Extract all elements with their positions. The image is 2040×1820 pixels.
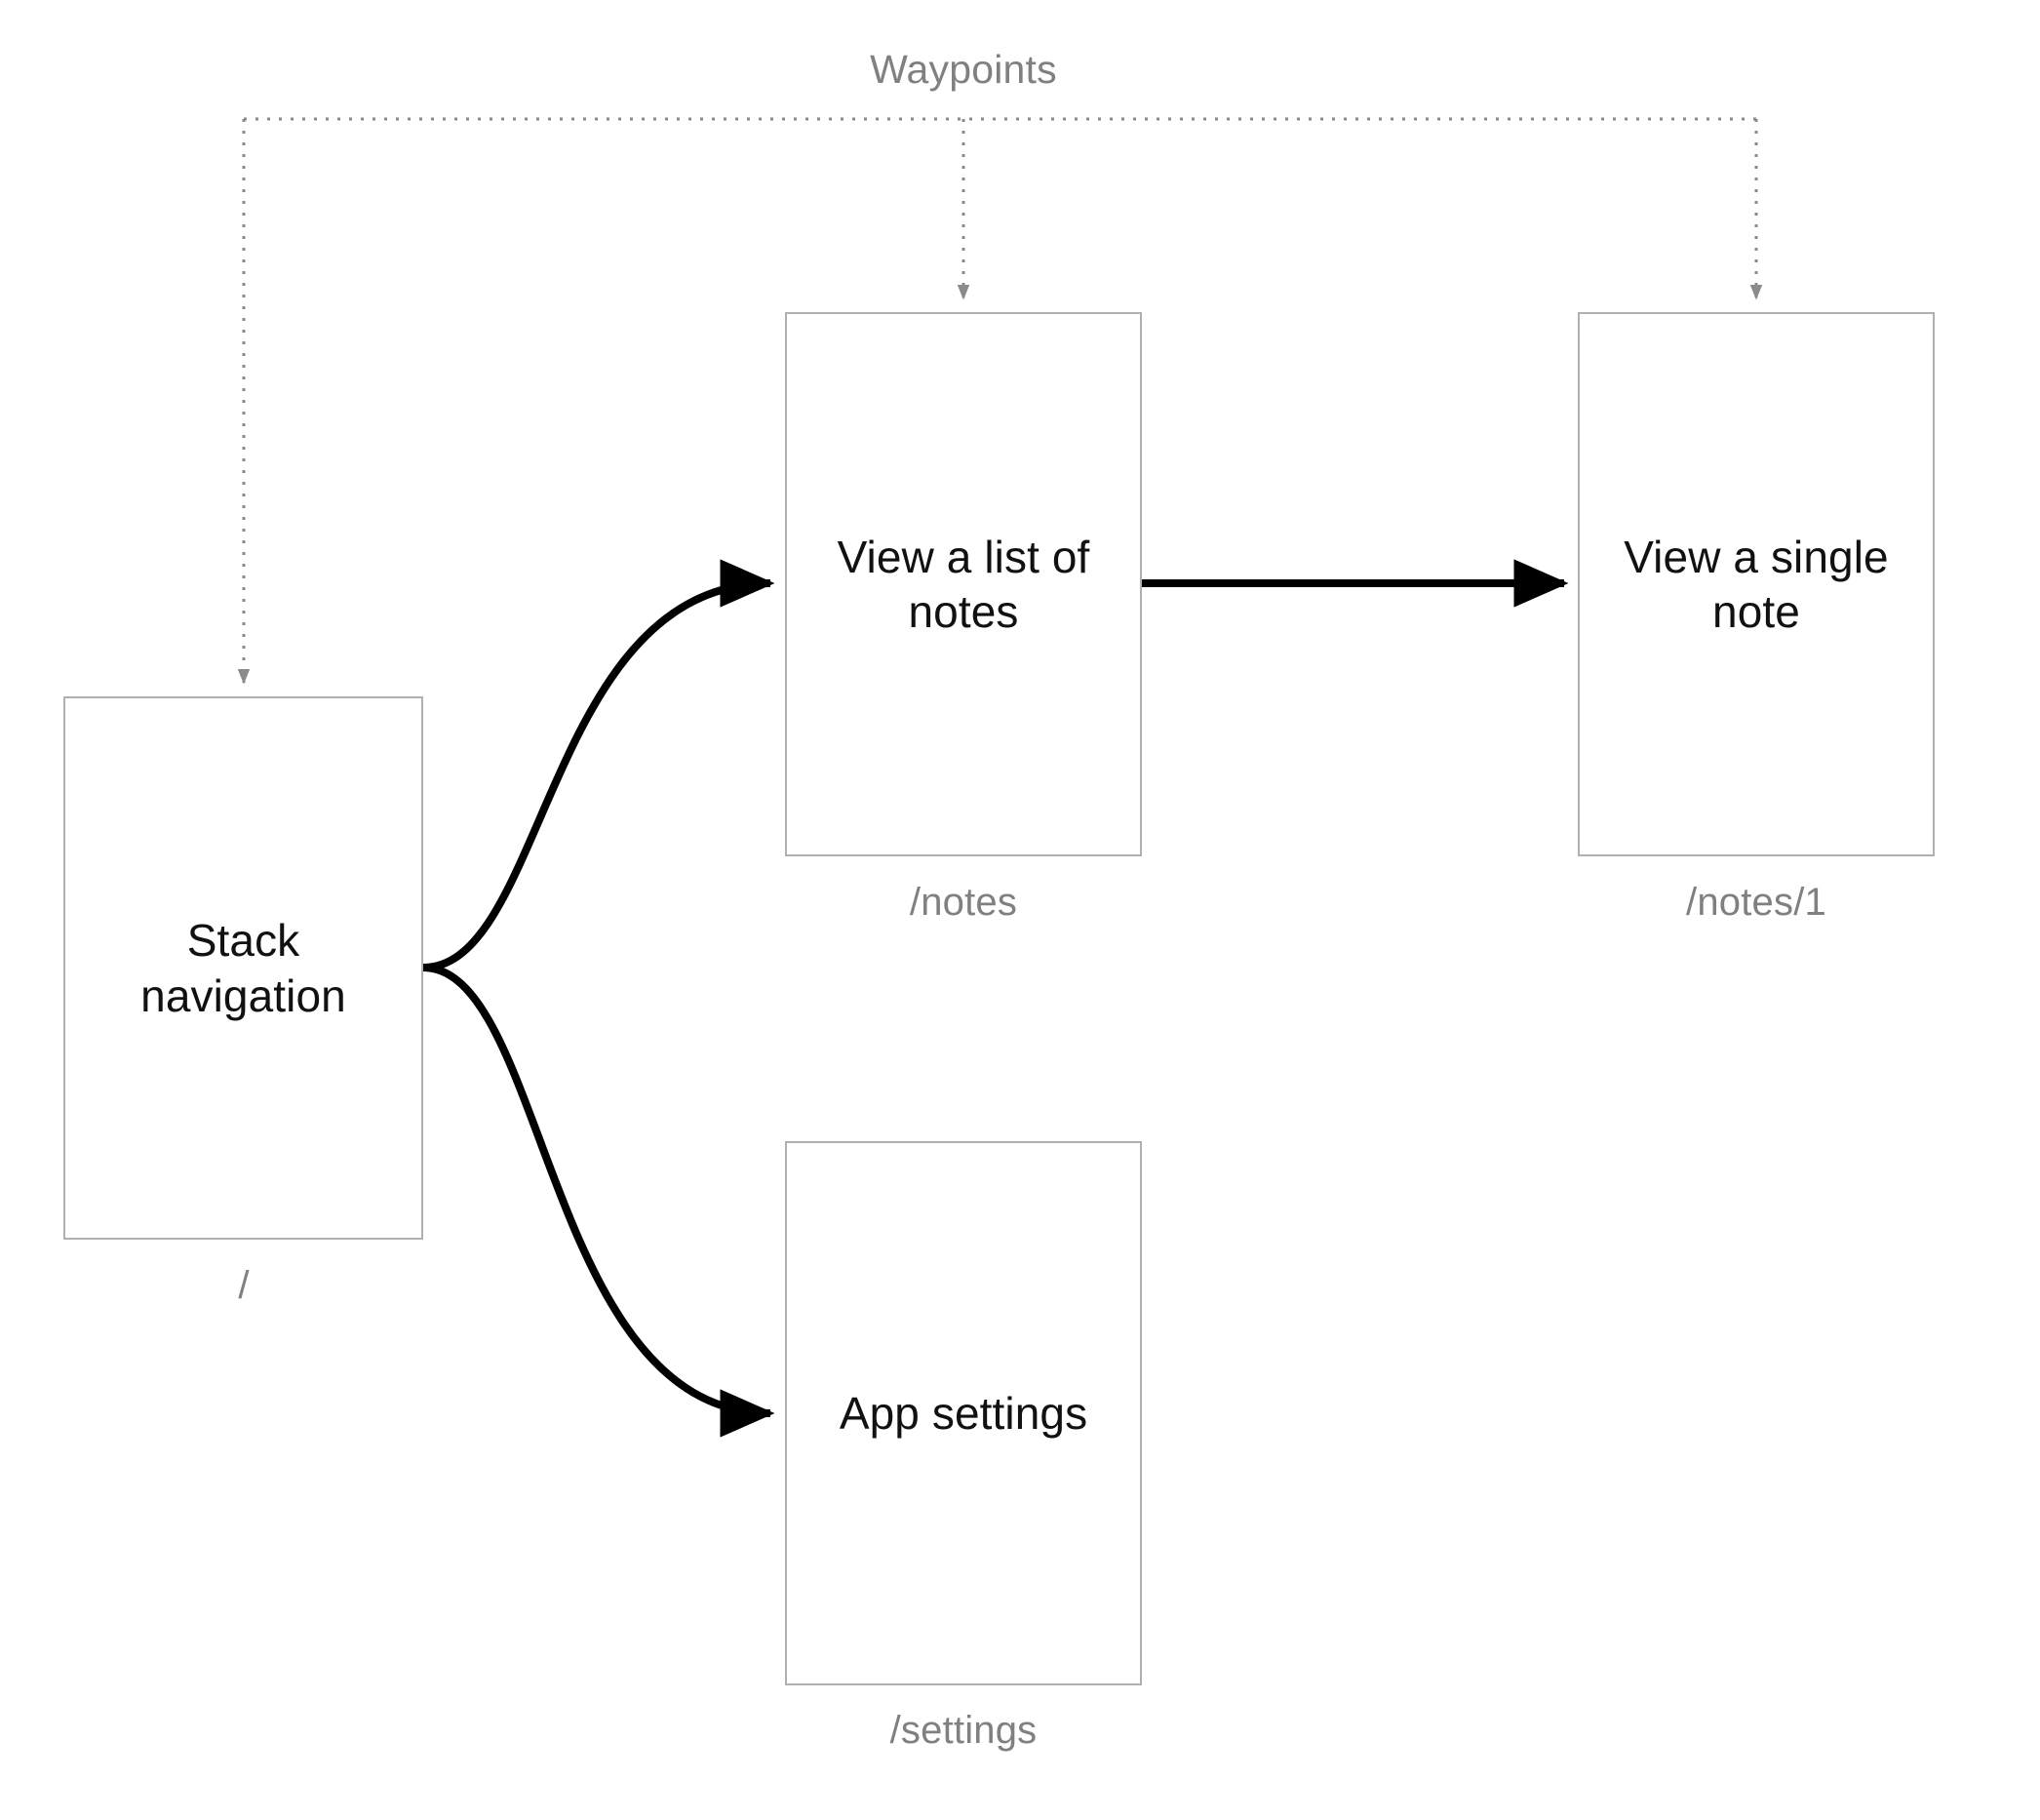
route-label-root: /: [238, 1264, 250, 1307]
node-stack-navigation[interactable]: Stack navigation: [63, 696, 423, 1240]
route-label-notes: /notes: [909, 881, 1018, 924]
node-view-list-of-notes[interactable]: View a list of notes: [785, 312, 1142, 856]
route-label-notes-1: /notes/1: [1686, 881, 1826, 924]
node-view-single-note-label: View a single note: [1624, 531, 1889, 637]
edge-stack-to-notes-list: [422, 559, 775, 971]
node-app-settings[interactable]: App settings: [785, 1141, 1142, 1685]
node-app-settings-label: App settings: [839, 1387, 1088, 1439]
waypoints-title: Waypoints: [870, 47, 1057, 92]
node-view-single-note[interactable]: View a single note: [1578, 312, 1935, 856]
node-stack-navigation-label: Stack navigation: [140, 915, 346, 1021]
edge-stack-to-settings: [422, 964, 775, 1438]
route-label-settings: /settings: [889, 1709, 1038, 1752]
node-view-list-of-notes-label: View a list of notes: [837, 531, 1090, 637]
